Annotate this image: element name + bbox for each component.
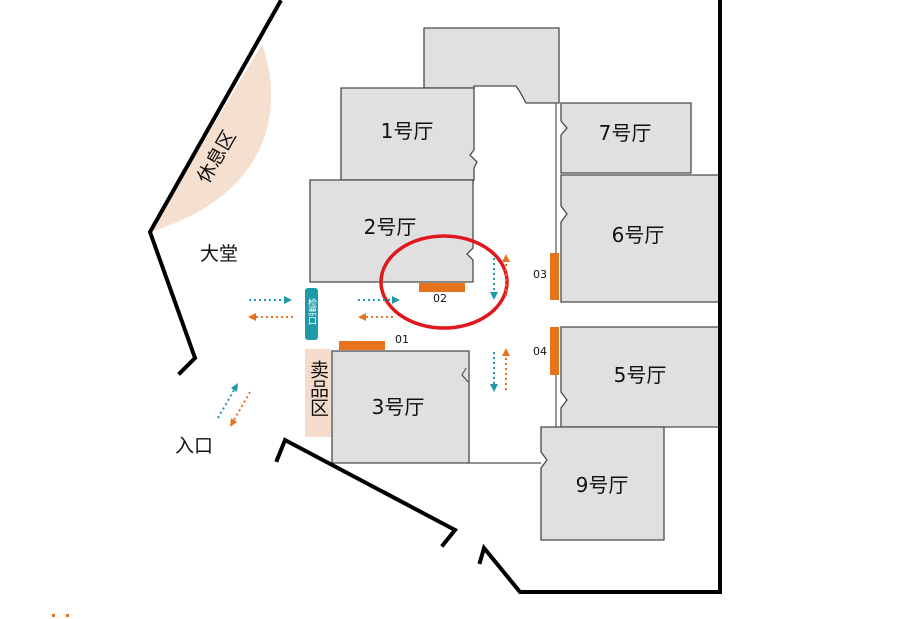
arrow-teal-down-upper-head (490, 292, 498, 300)
ticket-check-label: 检票口 (306, 297, 317, 325)
wall-right (477, 0, 722, 594)
arrow-orange-left-2-head (358, 313, 366, 321)
hall-7-label: 7号厅 (599, 121, 652, 145)
arrow-teal-down-lower-head (490, 384, 498, 392)
door-03 (550, 253, 559, 300)
wall-bottom-left (274, 437, 459, 548)
hall-3-notch (461, 367, 469, 383)
hall-5-label: 5号厅 (614, 363, 667, 387)
ticket-check-shape (305, 288, 318, 340)
legend-mark-2 (66, 614, 69, 617)
wall-left (147, 0, 283, 376)
shop-area-label: 卖品区 (307, 360, 329, 417)
hall-9-label: 9号厅 (576, 473, 629, 497)
highlight-circle (379, 234, 509, 330)
hall-3-label: 3号厅 (372, 395, 425, 419)
hall-7-shape (560, 102, 692, 174)
gate-04-label: 04 (533, 345, 547, 358)
hall-2-label: 2号厅 (364, 215, 417, 239)
gate-02-label: 02 (433, 292, 447, 305)
door-01 (339, 341, 385, 350)
hall-1-label: 1号厅 (381, 119, 434, 143)
entrance-label: 入口 (175, 435, 213, 457)
door-02 (419, 283, 465, 292)
gate-01-label: 01 (395, 333, 409, 346)
hall-9-shape (540, 426, 665, 541)
arrow-orange-left-1-head (248, 313, 256, 321)
arrow-teal-right-1-head (284, 296, 292, 304)
arrow-teal-diagonal (217, 389, 235, 419)
gate-03-label: 03 (533, 268, 547, 281)
arrow-orange-up-lower-head (502, 348, 510, 356)
arrow-orange-diagonal-head (230, 418, 237, 427)
shop-area-shape (305, 349, 331, 437)
lobby-label: 大堂 (200, 243, 238, 265)
legend-mark (52, 614, 55, 617)
hall-6-label: 6号厅 (612, 223, 665, 247)
arrow-orange-up-upper-head (502, 254, 510, 262)
hall-2-shape (309, 179, 474, 283)
door-04 (550, 327, 559, 375)
arrow-teal-diagonal-head (231, 383, 238, 392)
rest-area-shape (150, 44, 272, 232)
arrow-teal-right-2-head (392, 296, 400, 304)
arrow-orange-diagonal (233, 391, 251, 421)
